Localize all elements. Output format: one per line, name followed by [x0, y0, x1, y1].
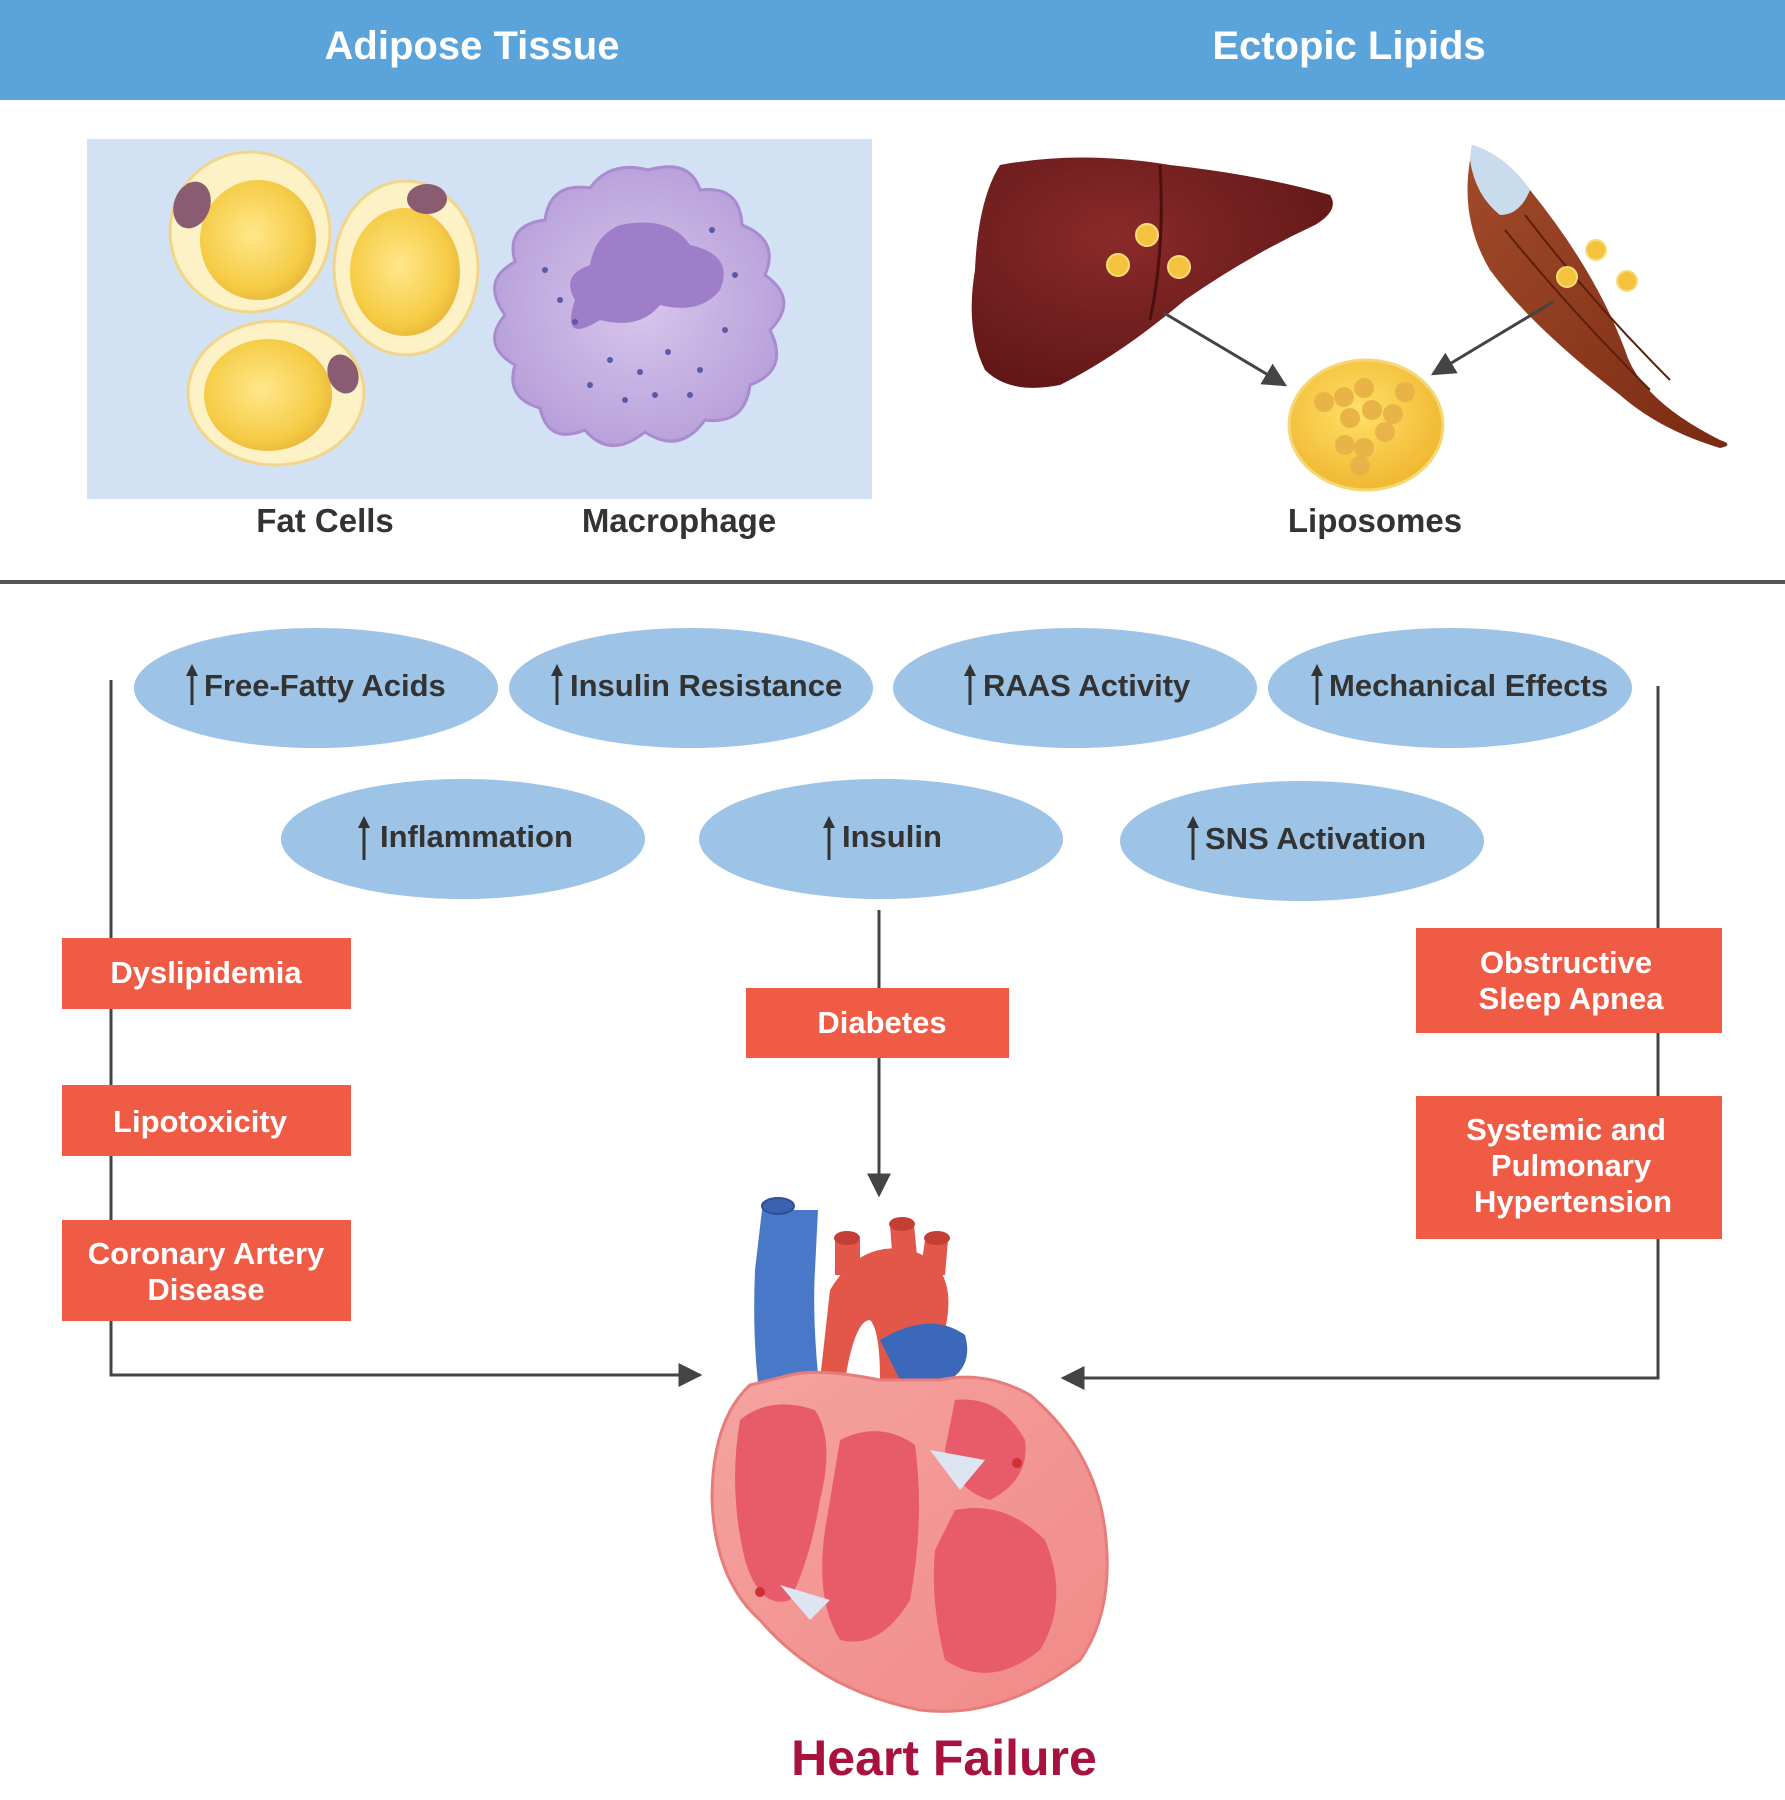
condition-label: Lipotoxicity — [113, 1104, 288, 1139]
condition-diabetes: Diabetes — [746, 988, 1009, 1058]
adipose-tissue-title: Adipose Tissue — [325, 24, 620, 68]
macrophage-illustration — [493, 165, 786, 447]
macrophage-label: Macrophage — [582, 502, 776, 539]
condition-label: Disease — [147, 1272, 264, 1307]
mediator-insulin-resistance: Insulin Resistance — [509, 628, 873, 748]
liposome-illustration — [1287, 358, 1445, 492]
mediator-label: RAAS Activity — [983, 668, 1191, 703]
condition-lipotoxicity: Lipotoxicity — [62, 1085, 351, 1156]
right-pathway-line — [1060, 686, 1660, 1390]
condition-dyslipidemia: Dyslipidemia — [62, 938, 351, 1009]
mediator-label: Insulin Resistance — [570, 668, 842, 703]
ectopic-lipids-title: Ectopic Lipids — [1212, 24, 1485, 68]
condition-label: Diabetes — [817, 1005, 946, 1040]
header-band — [0, 0, 1785, 100]
mediator-free-fatty-acids: Free-Fatty Acids — [134, 628, 498, 748]
condition-coronary-artery-disease: Coronary Artery Disease — [62, 1220, 351, 1321]
mediator-label: SNS Activation — [1205, 821, 1426, 856]
muscle-to-liposome-arrow — [1430, 300, 1554, 376]
up-arrow-icon — [551, 664, 563, 705]
liver-to-liposome-arrow — [1163, 311, 1288, 387]
condition-label: Hypertension — [1474, 1184, 1672, 1219]
heart-illustration — [710, 1197, 1109, 1713]
heart-failure-label: Heart Failure — [791, 1730, 1097, 1786]
condition-label: Sleep Apnea — [1479, 981, 1665, 1016]
condition-label: Pulmonary — [1491, 1148, 1652, 1183]
mediator-label: Free-Fatty Acids — [204, 668, 446, 703]
mediator-mechanical-effects: Mechanical Effects — [1268, 628, 1632, 748]
left-pathway-line — [109, 680, 703, 1387]
liver-illustration — [971, 157, 1333, 388]
condition-obstructive-sleep-apnea: Obstructive Sleep Apnea — [1416, 928, 1722, 1033]
condition-label: Dyslipidemia — [110, 955, 302, 990]
mediator-label: Insulin — [842, 819, 942, 854]
fat-cells-label: Fat Cells — [256, 502, 394, 539]
mediator-insulin: Insulin — [699, 779, 1063, 899]
up-arrow-icon — [823, 816, 835, 860]
condition-label: Systemic and — [1466, 1112, 1666, 1147]
mediator-label: Mechanical Effects — [1329, 668, 1608, 703]
up-arrow-icon — [358, 816, 370, 860]
mediator-raas-activity: RAAS Activity — [893, 628, 1257, 748]
up-arrow-icon — [186, 664, 198, 705]
condition-label: Coronary Artery — [88, 1236, 325, 1271]
mediator-label: Inflammation — [380, 819, 573, 854]
fat-cells-illustration — [168, 150, 480, 467]
liposomes-label: Liposomes — [1288, 502, 1462, 539]
condition-label: Obstructive — [1480, 945, 1652, 980]
up-arrow-icon — [964, 664, 976, 705]
mediator-sns-activation: SNS Activation — [1120, 781, 1484, 901]
up-arrow-icon — [1311, 664, 1323, 705]
up-arrow-icon — [1187, 816, 1199, 860]
muscle-illustration — [1467, 145, 1728, 448]
mediator-inflammation: Inflammation — [281, 779, 645, 899]
condition-systemic-pulmonary-hypertension: Systemic and Pulmonary Hypertension — [1416, 1096, 1722, 1239]
